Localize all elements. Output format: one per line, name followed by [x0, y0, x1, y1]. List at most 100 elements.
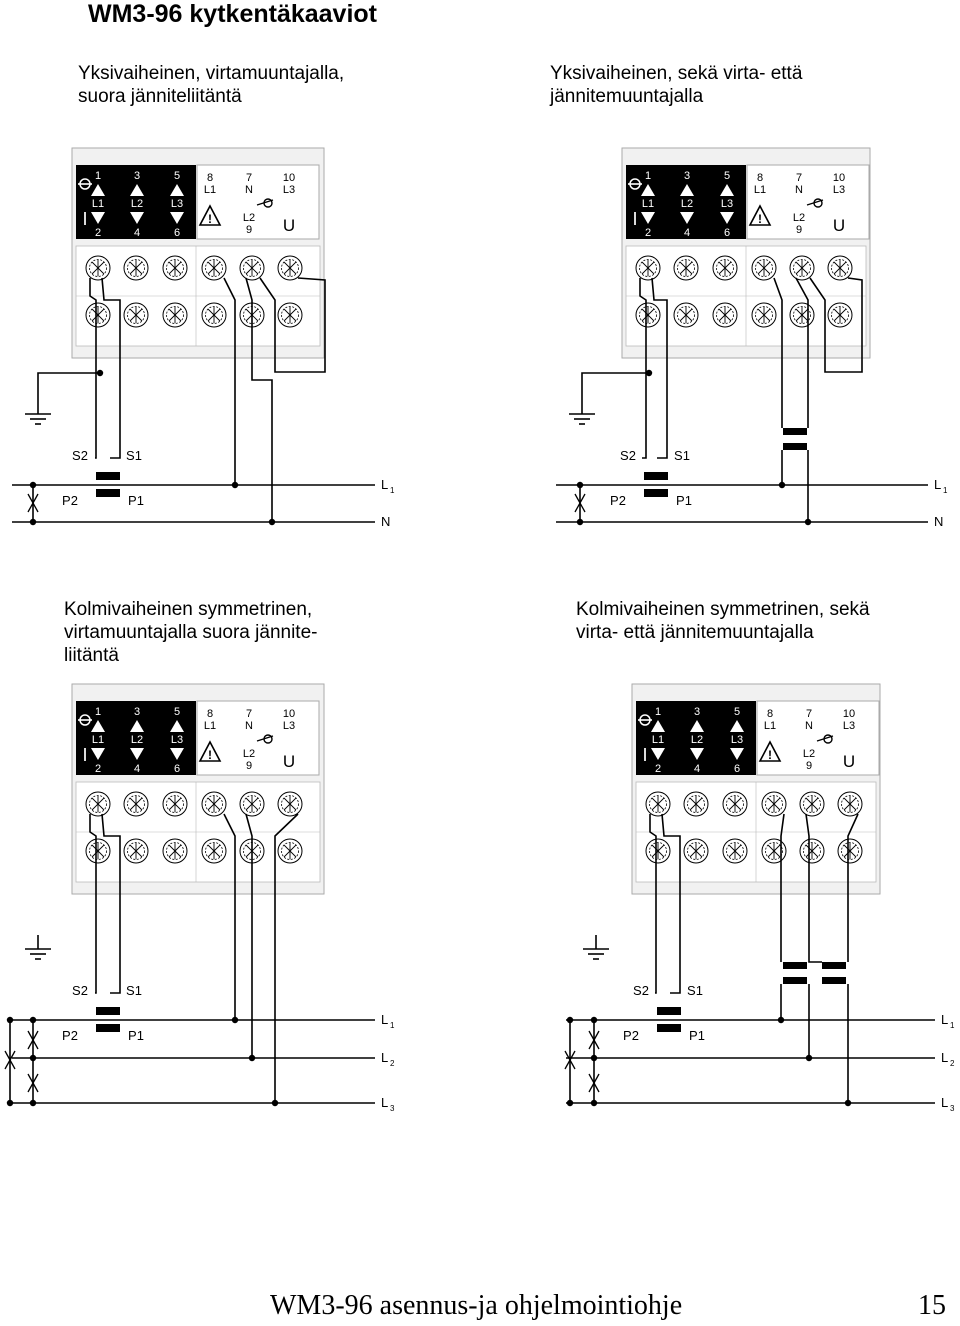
- terminal-number: 2: [645, 227, 651, 239]
- phase-l2-subscript: 2: [950, 1059, 955, 1068]
- warning-icon: [198, 204, 222, 226]
- terminal-line-label: L2: [691, 734, 703, 746]
- ct-p2-label: P2: [62, 1028, 78, 1043]
- terminal-line-label: L1: [204, 720, 216, 732]
- terminal-line-label: L3: [843, 720, 855, 732]
- junction-dot: [777, 1016, 785, 1024]
- voltage-symbol: U: [283, 752, 295, 771]
- junction-dot: [248, 1054, 256, 1062]
- terminal-line-label: N: [245, 184, 253, 196]
- terminal-screw-icon: [649, 795, 667, 813]
- terminal-number: 9: [246, 760, 252, 772]
- terminal-screw-icon: [687, 842, 705, 860]
- terminal-number: 2: [95, 763, 101, 775]
- arrow-down-icon: [730, 748, 744, 760]
- junction-dot: [231, 1016, 239, 1024]
- current-terminal-panel: [636, 701, 756, 775]
- current-symbol: I: [642, 745, 647, 765]
- terminal-screw-icon: [831, 306, 849, 324]
- terminal-number: 10: [833, 172, 845, 184]
- junction-dot: [778, 481, 786, 489]
- terminal-screw-icon: [243, 795, 261, 813]
- terminal-screw-icon: [726, 842, 744, 860]
- diagram-caption-3: Kolmivaiheinen symmetrinen, virtamuuntaj…: [64, 599, 318, 666]
- terminal-line-label: N: [245, 720, 253, 732]
- ct-s2-label: S2: [633, 983, 649, 998]
- voltage-symbol: U: [283, 216, 295, 235]
- ct-s1-label: S1: [674, 448, 690, 463]
- ct-s1-label: S1: [126, 448, 142, 463]
- terminal-screw-icon: [166, 842, 184, 860]
- wire: [661, 813, 681, 994]
- arrow-down-icon: [130, 212, 144, 224]
- arrow-down-icon: [690, 748, 704, 760]
- terminal-screw-icon: [803, 795, 821, 813]
- arrow-up-icon: [690, 720, 704, 732]
- wire: [259, 277, 326, 373]
- terminal-number: 9: [796, 224, 802, 236]
- voltage-transformer-core: [822, 977, 846, 984]
- junction-dot: [271, 1099, 279, 1107]
- arrow-down-icon: [170, 748, 184, 760]
- junction-dot: [566, 1016, 574, 1024]
- terminal-screw-icon: [127, 842, 145, 860]
- junction-dot: [804, 518, 812, 526]
- wire: [809, 277, 863, 373]
- fuse-cross-icon: [564, 1050, 576, 1070]
- voltage-terminal-panel: [746, 164, 870, 240]
- warning-icon: [198, 740, 222, 762]
- terminal-number: 10: [283, 172, 295, 184]
- terminal-number: 3: [684, 170, 690, 182]
- terminal-number: 9: [806, 760, 812, 772]
- terminal-screw-icon: [755, 259, 773, 277]
- phase-l1-label: L: [381, 1012, 388, 1027]
- arrow-up-icon: [720, 184, 734, 196]
- terminal-number: 8: [767, 708, 773, 720]
- terminal-screw-icon: [803, 842, 821, 860]
- terminal-line-label: L3: [731, 734, 743, 746]
- terminal-line-label: L2: [131, 198, 143, 210]
- terminal-screw-icon: [677, 306, 695, 324]
- neutral-label: N: [934, 514, 943, 529]
- terminal-screw-icon: [793, 306, 811, 324]
- junction-dot: [231, 481, 239, 489]
- warning-icon: !: [208, 212, 212, 226]
- wire: [847, 813, 859, 962]
- current-terminal-panel: [626, 165, 746, 239]
- terminal-screw-icon: [639, 306, 657, 324]
- ct-p2-label: P2: [610, 493, 626, 508]
- current-symbol: I: [82, 745, 87, 765]
- current-transformer-core: [644, 489, 668, 497]
- ct-p2-label: P2: [623, 1028, 639, 1043]
- voltage-transformer-core: [783, 977, 807, 984]
- ct-p2-label: P2: [62, 493, 78, 508]
- arrow-down-icon: [720, 212, 734, 224]
- terminal-screw-icon: [281, 795, 299, 813]
- terminal-screw-icon: [639, 259, 657, 277]
- junction-dot: [6, 1099, 14, 1107]
- terminal-number: 6: [734, 763, 740, 775]
- current-transformer-core: [96, 472, 120, 480]
- terminal-screw-icon: [677, 259, 695, 277]
- arrow-down-icon: [170, 212, 184, 224]
- current-transformer-core: [657, 1024, 681, 1032]
- terminal-screw-icon: [89, 306, 107, 324]
- phase-l2-label: L: [941, 1050, 948, 1065]
- terminal-number: 3: [694, 706, 700, 718]
- terminal-number: 7: [796, 172, 802, 184]
- terminal-line-label: L2: [243, 212, 255, 224]
- terminal-line-label: L2: [131, 734, 143, 746]
- terminal-number: 1: [655, 706, 661, 718]
- junction-dot: [566, 1099, 574, 1107]
- terminal-number: 4: [684, 227, 690, 239]
- terminal-number: 4: [134, 227, 140, 239]
- warning-icon: !: [208, 748, 212, 762]
- terminal-screw-icon: [89, 259, 107, 277]
- ct-p1-label: P1: [128, 493, 144, 508]
- ct-p1-label: P1: [676, 493, 692, 508]
- warning-icon: !: [768, 748, 772, 762]
- terminal-number: 10: [843, 708, 855, 720]
